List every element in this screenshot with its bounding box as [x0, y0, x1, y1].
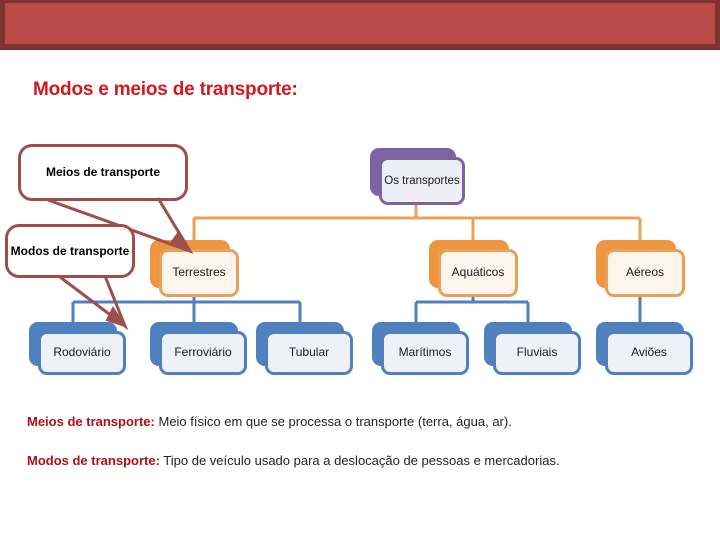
node-label: Aéreos — [605, 249, 685, 297]
callout-label: Meios de transporte — [18, 144, 188, 201]
page-title: Modos e meios de transporte: — [33, 79, 298, 100]
node-ferroviario[interactable]: Ferroviário — [150, 322, 247, 375]
node-aquaticos[interactable]: Aquáticos — [429, 240, 518, 297]
node-label: Aviões — [605, 331, 693, 375]
callout-tail-icon — [59, 275, 129, 331]
slide-top-banner — [0, 0, 720, 47]
banner-underline — [0, 47, 720, 50]
node-maritimos[interactable]: Marítimos — [372, 322, 469, 375]
callout-tail-icon — [47, 197, 194, 254]
callout-meios-de-transporte[interactable]: Meios de transporte — [18, 144, 194, 254]
node-label: Os transportes — [379, 157, 465, 205]
node-label: Rodoviário — [38, 331, 126, 375]
node-avioes[interactable]: Aviões — [596, 322, 693, 375]
node-fluviais[interactable]: Fluviais — [484, 322, 581, 375]
definition-term: Modos de transporte: — [27, 453, 160, 468]
node-label: Tubular — [265, 331, 353, 375]
node-terrestres[interactable]: Terrestres — [150, 240, 239, 297]
node-label: Aquáticos — [438, 249, 518, 297]
node-label: Fluviais — [493, 331, 581, 375]
transport-hierarchy-diagram: Os transportes Terrestres Aquáticos Aére… — [0, 130, 720, 395]
node-os-transportes[interactable]: Os transportes — [370, 148, 465, 205]
definition-meios: Meios de transporte: Meio físico em que … — [27, 414, 512, 429]
node-aereos[interactable]: Aéreos — [596, 240, 685, 297]
callout-modos-de-transporte[interactable]: Modos de transporte — [5, 224, 135, 331]
definition-modos: Modos de transporte: Tipo de veículo usa… — [27, 453, 560, 468]
definition-term: Meios de transporte: — [27, 414, 155, 429]
node-tubular[interactable]: Tubular — [256, 322, 353, 375]
node-label: Ferroviário — [159, 331, 247, 375]
definition-description: Tipo de veículo usado para a deslocação … — [163, 453, 560, 468]
definition-description: Meio físico em que se processa o transpo… — [158, 414, 512, 429]
node-rodoviario[interactable]: Rodoviário — [29, 322, 126, 375]
node-label: Marítimos — [381, 331, 469, 375]
node-label: Terrestres — [159, 249, 239, 297]
callout-label: Modos de transporte — [5, 224, 135, 278]
